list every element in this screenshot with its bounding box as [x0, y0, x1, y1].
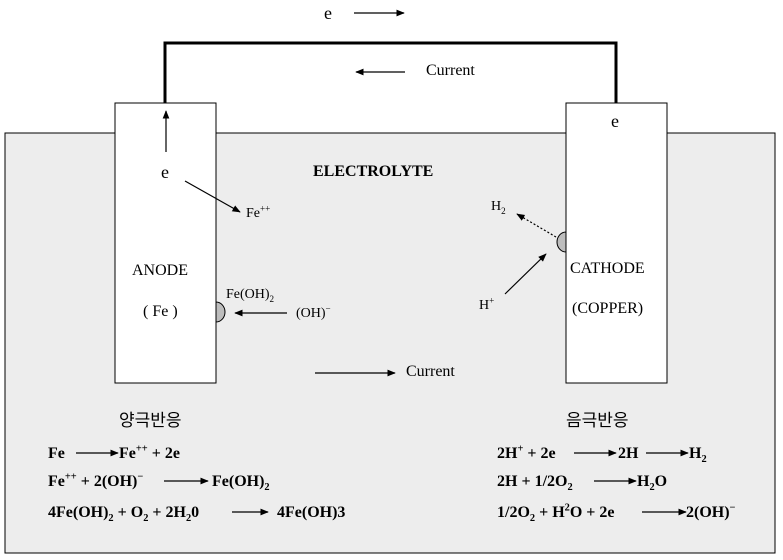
electrolyte-current-label: Current: [406, 363, 455, 380]
anode-reaction-2-left: Fe++ + 2(OH)−: [48, 471, 144, 490]
cathode-reaction-1-left: 2H+ + 2e: [497, 443, 556, 462]
electrolyte-title: ELECTROLYTE: [313, 163, 434, 180]
cathode-electrode: [565, 102, 668, 384]
anode-name: ANODE: [132, 262, 188, 279]
external-wire: [163, 41, 618, 103]
cathode-reaction-1-mid: 2H: [618, 445, 639, 462]
anode-electron-label: e: [161, 162, 169, 182]
h2-arrow: [516, 213, 557, 238]
cathode-name: CATHODE: [570, 260, 645, 277]
anode-reaction-3-left: 4Fe(OH)2 + O2 + 2H20: [48, 504, 200, 525]
cathode-reaction-site: [556, 231, 567, 253]
feoh2-deposit: [215, 301, 226, 323]
anode-reactions-title: 양극반응: [119, 411, 182, 431]
fe-ion-arrow: [184, 180, 241, 213]
hydroxide-label: (OH)−: [296, 303, 331, 321]
anode-material: ( Fe ): [143, 303, 178, 320]
cathode-material: (COPPER): [572, 300, 644, 317]
anode-reaction-3-right: 4Fe(OH)3: [277, 504, 346, 521]
cathode-reaction-2-right: H2O: [637, 473, 668, 494]
cathode-reaction-1-right: H2: [689, 445, 707, 466]
anode-reaction-1-left: Fe: [48, 445, 65, 462]
fe-ion-label: Fe++: [246, 203, 271, 221]
hplus-arrow: [504, 253, 547, 295]
cathode-reaction-3-left: 1/2O2 + H2O + 2e: [497, 502, 615, 525]
cathode-reactions-title: 음극반응: [566, 411, 629, 431]
top-current-label: Current: [426, 62, 475, 79]
hplus-label: H+: [479, 295, 495, 313]
top-electron-label: e: [324, 3, 332, 23]
feoh2-label: Fe(OH)2: [226, 287, 275, 304]
anode-reaction-2-right: Fe(OH)2: [212, 473, 270, 494]
anode-reaction-1-right: Fe++ + 2e: [119, 443, 180, 462]
cathode-reaction-3-right: 2(OH)−: [686, 502, 736, 521]
cathode-reaction-2-left: 2H + 1/2O2: [497, 473, 573, 494]
h2-label: H2: [491, 199, 506, 216]
cathode-electron-label: e: [611, 111, 619, 131]
